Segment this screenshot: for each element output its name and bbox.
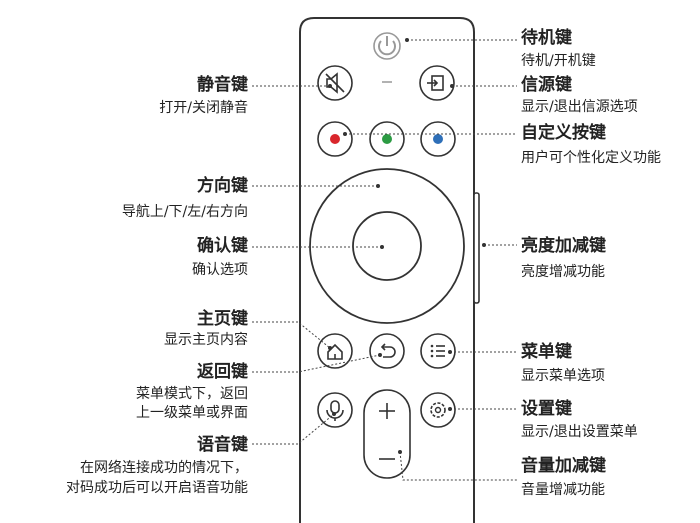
blue-button: [420, 121, 456, 157]
direction-key-desc: 导航上/下/左/右方向: [121, 204, 248, 220]
red-button: [317, 121, 353, 157]
ok-key-desc: 确认选项: [192, 262, 248, 278]
menu-key-desc: 显示菜单选项: [521, 368, 605, 384]
home-key-desc: 显示主页内容: [164, 332, 248, 348]
custom-key-title: 自定义按键: [521, 123, 606, 143]
menu-key-title: 菜单键: [521, 342, 572, 362]
voice-key-desc-line1: 在网络连接成功的情况下，: [80, 460, 248, 476]
custom-key-desc: 用户可个性化定义功能: [521, 150, 661, 166]
power-button: [373, 32, 401, 60]
home-key-title: 主页键: [197, 309, 248, 329]
voice-key-title: 语音键: [197, 435, 248, 455]
leader-dots: [328, 38, 486, 454]
home-button: [317, 333, 353, 369]
direction-key-title: 方向键: [197, 176, 248, 196]
back-key-title: 返回键: [197, 362, 248, 382]
mute-button: [317, 65, 353, 101]
brightness-key-desc: 亮度增减功能: [521, 264, 605, 280]
mute-key-desc: 打开/关闭静音: [159, 100, 248, 116]
ok-button: [352, 211, 422, 281]
settings-key-desc: 显示/退出设置菜单: [521, 424, 638, 440]
mic-button: [317, 392, 353, 428]
source-button: [419, 65, 455, 101]
menu-button: [420, 333, 456, 369]
source-key-desc: 显示/退出信源选项: [521, 99, 638, 115]
back-button: [369, 333, 405, 369]
standby-key-title: 待机键: [521, 28, 572, 48]
standby-key-desc: 待机/开机键: [521, 53, 596, 69]
leader-lines: [252, 39, 517, 481]
back-key-desc-line2: 上一级菜单或界面: [136, 405, 248, 421]
ok-key-title: 确认键: [197, 236, 248, 256]
brightness-key-title: 亮度加减键: [521, 236, 606, 256]
volume-rocker: [363, 389, 411, 479]
mute-key-title: 静音键: [197, 75, 248, 95]
settings-button: [420, 392, 456, 428]
side-rocker: [473, 192, 480, 304]
volume-key-desc: 音量增减功能: [521, 482, 605, 498]
source-key-title: 信源键: [521, 75, 572, 95]
back-key-desc-line1: 菜单模式下，返回: [136, 386, 248, 402]
settings-key-title: 设置键: [521, 399, 572, 419]
volume-key-title: 音量加减键: [521, 456, 606, 476]
green-button: [369, 121, 405, 157]
voice-key-desc-line2: 对码成功后可以开启语音功能: [66, 480, 248, 496]
